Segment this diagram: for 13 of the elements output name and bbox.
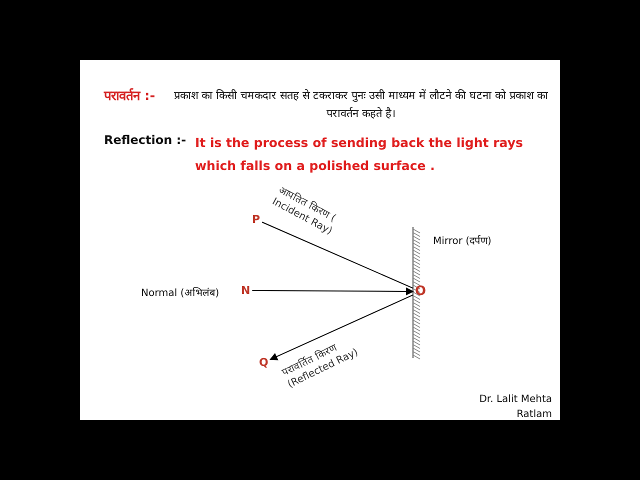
heading-label: परावर्तन :- xyxy=(104,87,156,104)
definition-text: प्रकाश का किसी चमकदार सतह से टकराकर पुनः उसी माध्यम में लौटने की घटना को प्रकाश का परावर्तन कहते है। xyxy=(173,88,549,122)
mirror-label: Mirror (दर्पण) xyxy=(433,234,492,247)
heading-label: Reflection :- xyxy=(104,133,186,147)
point-label: N xyxy=(240,284,252,297)
point-label: Q xyxy=(258,356,270,369)
definition-text: It is the process of sending back the light rays which falls on a polished surface . xyxy=(195,134,524,175)
light-ray-arrow xyxy=(269,294,414,360)
light-ray-arrow xyxy=(252,287,414,296)
point-label: O xyxy=(414,284,428,299)
author-credit: Dr. Lalit Mehta Ratlam xyxy=(478,393,552,422)
point-label: P xyxy=(251,213,262,226)
normal-label: Normal (अभिलंब) xyxy=(141,286,220,299)
